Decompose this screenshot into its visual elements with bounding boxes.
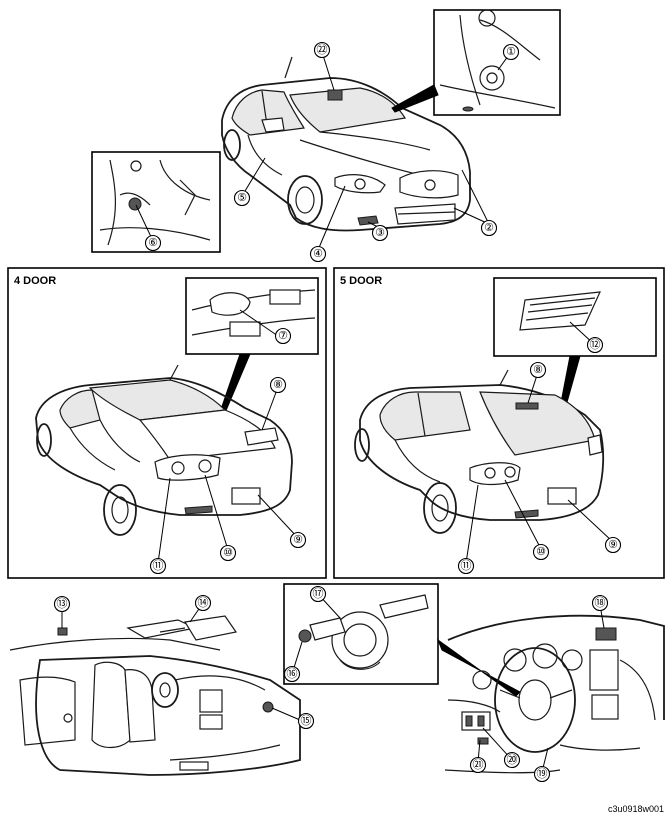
- callout-14: ⑭: [194, 594, 212, 612]
- callout-12: ⑫: [586, 336, 604, 354]
- svg-text:①: ①: [506, 46, 516, 58]
- svg-text:⑩: ⑩: [223, 547, 233, 559]
- figure-code: c3u0918w001: [608, 804, 664, 814]
- callout-8: ⑧: [269, 376, 287, 394]
- svg-text:⑨: ⑨: [293, 534, 303, 546]
- callout-21: ㉑: [469, 756, 487, 774]
- svg-text:⑬: ⑬: [57, 597, 68, 610]
- five-door-title: 5 DOOR: [340, 275, 382, 287]
- four-door-title: 4 DOOR: [14, 275, 56, 287]
- svg-text:⑳: ⑳: [507, 753, 518, 766]
- callout-11b: ⑪: [457, 557, 475, 575]
- callout-9b: ⑨: [604, 536, 622, 554]
- leader-lines: [61, 51, 614, 773]
- svg-text:④: ④: [313, 248, 323, 260]
- front-car-illustration: [221, 56, 471, 232]
- svg-text:⑨: ⑨: [608, 539, 618, 551]
- svg-text:⑯: ⑯: [287, 667, 298, 680]
- four-door-panel: 4 DOOR: [7, 267, 327, 579]
- five-door-panel: 5 DOOR: [333, 267, 665, 579]
- callout-13: ⑬: [53, 595, 71, 613]
- callout-4: ④: [309, 245, 327, 263]
- callout-5: ⑤: [233, 189, 251, 207]
- callout-10b: ⑩: [532, 543, 550, 561]
- svg-text:㉒: ㉒: [317, 43, 328, 56]
- callout-2: ②: [480, 219, 498, 237]
- svg-text:②: ②: [484, 222, 494, 234]
- interior-right-illustration: [444, 614, 665, 774]
- callout-10: ⑩: [219, 544, 237, 562]
- callout-1: ①: [502, 43, 520, 61]
- svg-text:⑫: ⑫: [590, 338, 601, 351]
- callout-8b: ⑧: [529, 361, 547, 379]
- interior-left-illustration: [9, 615, 301, 776]
- svg-text:⑲: ⑲: [537, 767, 548, 780]
- svg-text:⑱: ⑱: [595, 596, 606, 609]
- svg-text:⑪: ⑪: [461, 559, 472, 572]
- callout-22: ㉒: [313, 41, 331, 59]
- callout-16: ⑯: [283, 665, 301, 683]
- callout-20: ⑳: [503, 751, 521, 769]
- svg-text:⑧: ⑧: [533, 364, 543, 376]
- callout-9: ⑨: [289, 531, 307, 549]
- callout-19: ⑲: [533, 765, 551, 783]
- callout-17: ⑰: [309, 585, 327, 603]
- svg-text:⑧: ⑧: [273, 379, 283, 391]
- svg-text:⑥: ⑥: [148, 237, 158, 249]
- svg-text:⑮: ⑮: [301, 714, 312, 727]
- callout-6: ⑥: [144, 234, 162, 252]
- svg-text:⑰: ⑰: [313, 587, 324, 600]
- callout-7: ⑦: [274, 327, 292, 345]
- inset-hood-latch-sensor: [91, 151, 221, 253]
- inset-sensor-bumper: [391, 9, 561, 116]
- svg-text:③: ③: [375, 227, 385, 239]
- callout-11: ⑪: [149, 557, 167, 575]
- svg-text:⑭: ⑭: [198, 596, 209, 609]
- svg-text:㉑: ㉑: [473, 758, 484, 771]
- inset-clock-spring: [283, 583, 521, 697]
- svg-text:⑪: ⑪: [153, 559, 164, 572]
- callout-3: ③: [371, 224, 389, 242]
- callout-15: ⑮: [297, 712, 315, 730]
- callout-18: ⑱: [591, 594, 609, 612]
- svg-text:⑦: ⑦: [278, 330, 288, 342]
- svg-text:⑩: ⑩: [536, 546, 546, 558]
- svg-text:⑤: ⑤: [237, 192, 247, 204]
